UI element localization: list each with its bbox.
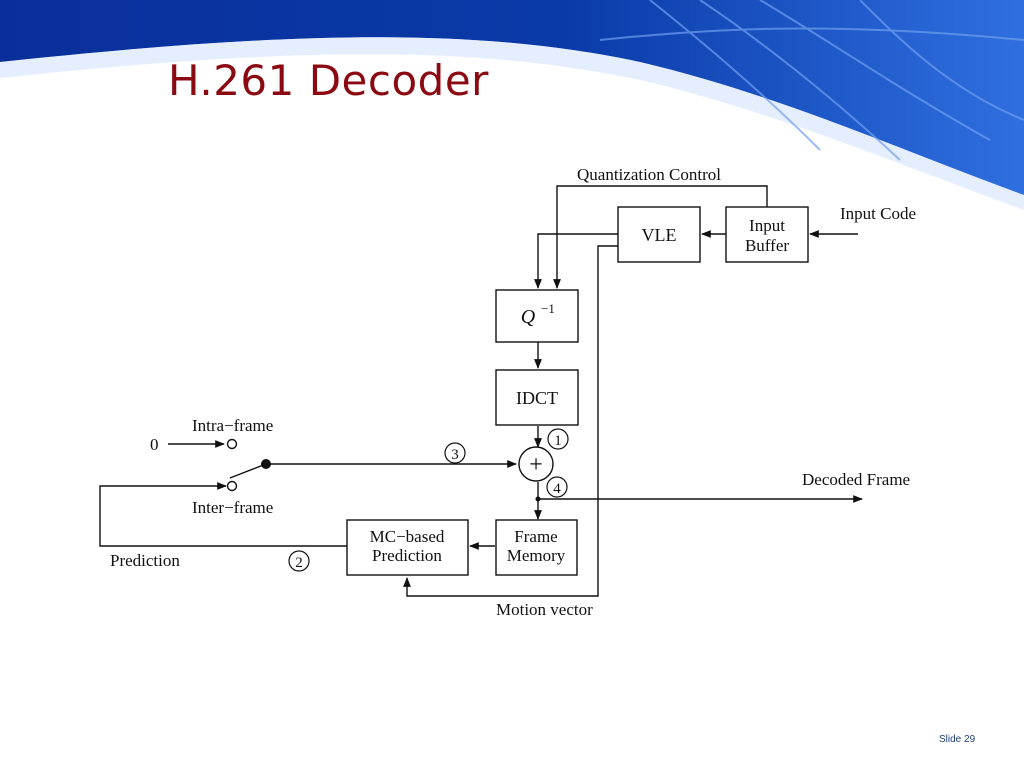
idct-block: IDCT [495,369,579,426]
motion-vector-line [403,245,618,597]
prediction-feedback-line [99,482,347,547]
svg-text:1: 1 [554,433,562,449]
svg-text:Frame: Frame [514,527,557,546]
frame-memory-block: Frame Memory [495,519,578,576]
svg-text:3: 3 [451,447,459,463]
svg-text:IDCT: IDCT [516,388,558,408]
svg-text:−1: −1 [541,301,555,316]
svg-text:Q: Q [521,306,536,328]
vle-block: VLE [617,206,701,263]
intra-frame-terminal [226,438,238,450]
svg-text:Memory: Memory [507,546,566,565]
input-buffer-block: Input Buffer [725,206,809,263]
header-banner [0,0,1024,210]
zero-input-label: 0 [150,435,159,454]
marker-4: 4 [546,476,568,498]
input-code-label: Input Code [840,204,916,223]
intra-frame-label: Intra−frame [192,416,273,435]
svg-text:Prediction: Prediction [372,546,442,565]
switch-pivot [261,459,271,469]
marker-1: 1 [547,428,569,450]
marker-2: 2 [288,550,310,572]
slide-title: H.261 Decoder [168,56,489,105]
svg-text:+: + [529,452,543,478]
svg-text:Input: Input [749,216,785,235]
slide-number: Slide 29 [939,734,976,745]
svg-text:VLE: VLE [642,225,677,245]
adder-node: + [518,446,554,482]
quantization-control-label: Quantization Control [577,165,721,184]
marker-3: 3 [444,442,466,464]
motion-vector-label: Motion vector [496,600,593,619]
decoded-frame-label: Decoded Frame [802,470,910,489]
inter-frame-label: Inter−frame [192,498,273,517]
quantization-control-line [553,185,768,289]
svg-text:MC−based: MC−based [370,527,445,546]
vle-to-q-line [534,233,618,289]
inter-frame-terminal [226,480,238,492]
prediction-label: Prediction [110,551,180,570]
mc-prediction-block: MC−based Prediction [346,519,469,576]
switch-arm [229,463,267,479]
decoded-tap-dot [535,496,541,502]
svg-text:Buffer: Buffer [745,236,789,255]
svg-text:2: 2 [295,555,303,571]
svg-text:4: 4 [553,481,561,497]
inverse-quantizer-block: Q −1 [495,289,579,343]
